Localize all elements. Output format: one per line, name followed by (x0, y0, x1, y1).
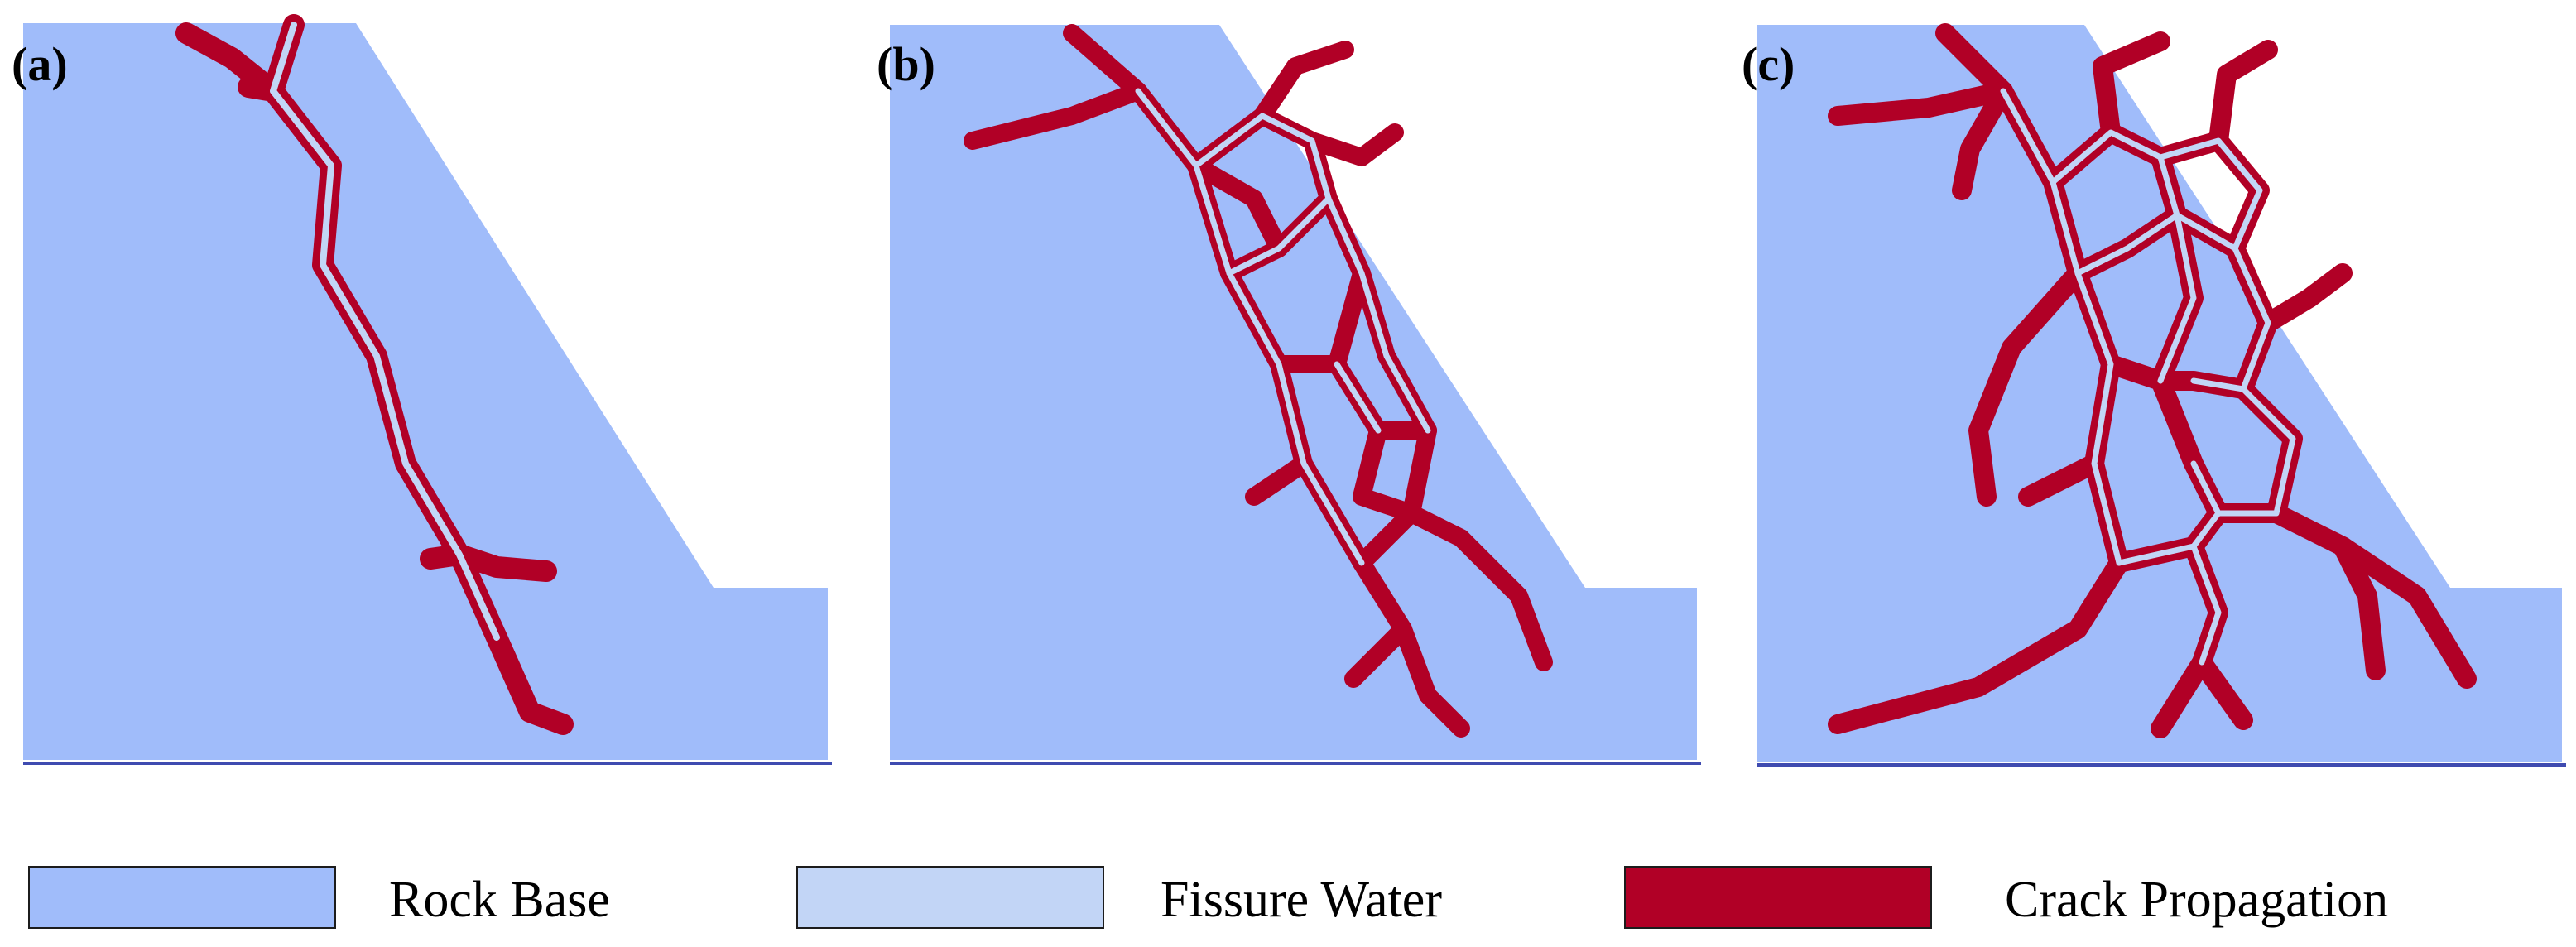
panel-b: (b) (865, 0, 1718, 778)
crack-network (175, 14, 574, 735)
legend-label-rock-base: Rock Base (389, 872, 610, 928)
legend-swatch-crack-propagation (1624, 866, 1932, 929)
legend-swatch-rock-base (28, 866, 336, 929)
panel-a-drawing (23, 14, 832, 765)
rock-base-region (23, 23, 828, 760)
crack-network (964, 24, 1553, 738)
panel-c-drawing (1757, 23, 2566, 767)
panel-c: (c) (1730, 0, 2576, 778)
legend: Rock Base Fissure Water Crack Propagatio… (0, 866, 2576, 932)
legend-label-crack-propagation: Crack Propagation (2005, 872, 2389, 928)
panel-a: (a) (0, 0, 853, 778)
panel-b-drawing (890, 24, 1701, 765)
panel-label-c: (c) (1742, 37, 1795, 91)
legend-swatch-fissure-water (796, 866, 1104, 929)
panel-label-b: (b) (877, 37, 935, 91)
legend-label-fissure-water: Fissure Water (1161, 872, 1442, 928)
crack-network (1828, 23, 2477, 738)
panel-label-a: (a) (12, 37, 68, 91)
